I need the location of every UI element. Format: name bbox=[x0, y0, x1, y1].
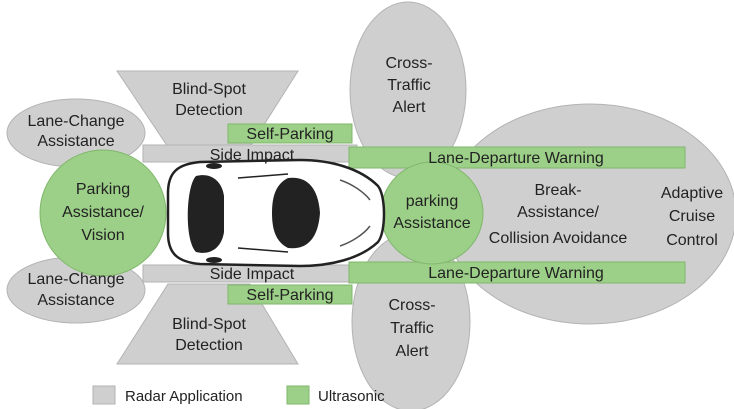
parking-front-line2: Assistance bbox=[393, 215, 470, 232]
cross-traffic-bottom-line2: Traffic bbox=[390, 320, 434, 337]
parking-rear-line3: Vision bbox=[81, 227, 124, 244]
lane-change-bottom-line2: Assistance bbox=[37, 292, 114, 309]
legend-ultrasonic-swatch bbox=[286, 385, 310, 405]
break-assist-line1: Break- bbox=[534, 182, 581, 199]
parking-front-line1: parking bbox=[406, 193, 458, 210]
adaptive-cruise-line3: Control bbox=[666, 232, 718, 249]
adaptive-cruise-line2: Cruise bbox=[669, 208, 715, 225]
lane-departure-bottom-label: Lane-Departure Warning bbox=[428, 265, 604, 282]
break-assist-line3: Collision Avoidance bbox=[489, 230, 628, 247]
cross-traffic-top-line2: Traffic bbox=[387, 77, 431, 94]
lane-change-bottom-line1: Lane-Change bbox=[28, 271, 125, 288]
self-parking-top-bar bbox=[227, 123, 353, 144]
lane-change-top-line1: Lane-Change bbox=[28, 113, 125, 130]
self-parking-bottom-bar bbox=[227, 284, 353, 305]
parking-front-circle bbox=[380, 161, 484, 265]
break-assist-line2: Assistance/ bbox=[517, 204, 599, 221]
legend-radar-label: Radar Application bbox=[125, 388, 243, 405]
side-impact-bottom-label: Side Impact bbox=[210, 266, 295, 283]
cross-traffic-bottom-line3: Alert bbox=[396, 343, 429, 360]
self-parking-bottom-label: Self-Parking bbox=[246, 287, 333, 304]
legend-ultrasonic-label: Ultrasonic bbox=[318, 388, 385, 405]
lane-change-top-line2: Assistance bbox=[37, 133, 114, 150]
blind-spot-top-line2: Detection bbox=[175, 102, 243, 119]
blind-spot-bottom-line2: Detection bbox=[175, 337, 243, 354]
self-parking-top-label: Self-Parking bbox=[246, 126, 333, 143]
lane-departure-bottom-bar bbox=[348, 261, 686, 284]
parking-rear-line2: Assistance/ bbox=[62, 204, 144, 221]
cross-traffic-top-line1: Cross- bbox=[385, 55, 432, 72]
blind-spot-top-line1: Blind-Spot bbox=[172, 81, 246, 98]
cross-traffic-bottom-line1: Cross- bbox=[388, 297, 435, 314]
blind-spot-bottom-line1: Blind-Spot bbox=[172, 316, 246, 333]
parking-rear-line1: Parking bbox=[76, 181, 130, 198]
legend-radar-swatch bbox=[92, 385, 116, 405]
car-icon bbox=[166, 158, 386, 268]
side-impact-top-label: Side Impact bbox=[210, 147, 295, 164]
adaptive-cruise-line1: Adaptive bbox=[661, 185, 723, 202]
lane-departure-top-label: Lane-Departure Warning bbox=[428, 150, 604, 167]
parking-rear-circle bbox=[39, 149, 167, 277]
cross-traffic-top-line3: Alert bbox=[393, 99, 426, 116]
legend: Radar Application Ultrasonic bbox=[92, 385, 385, 405]
